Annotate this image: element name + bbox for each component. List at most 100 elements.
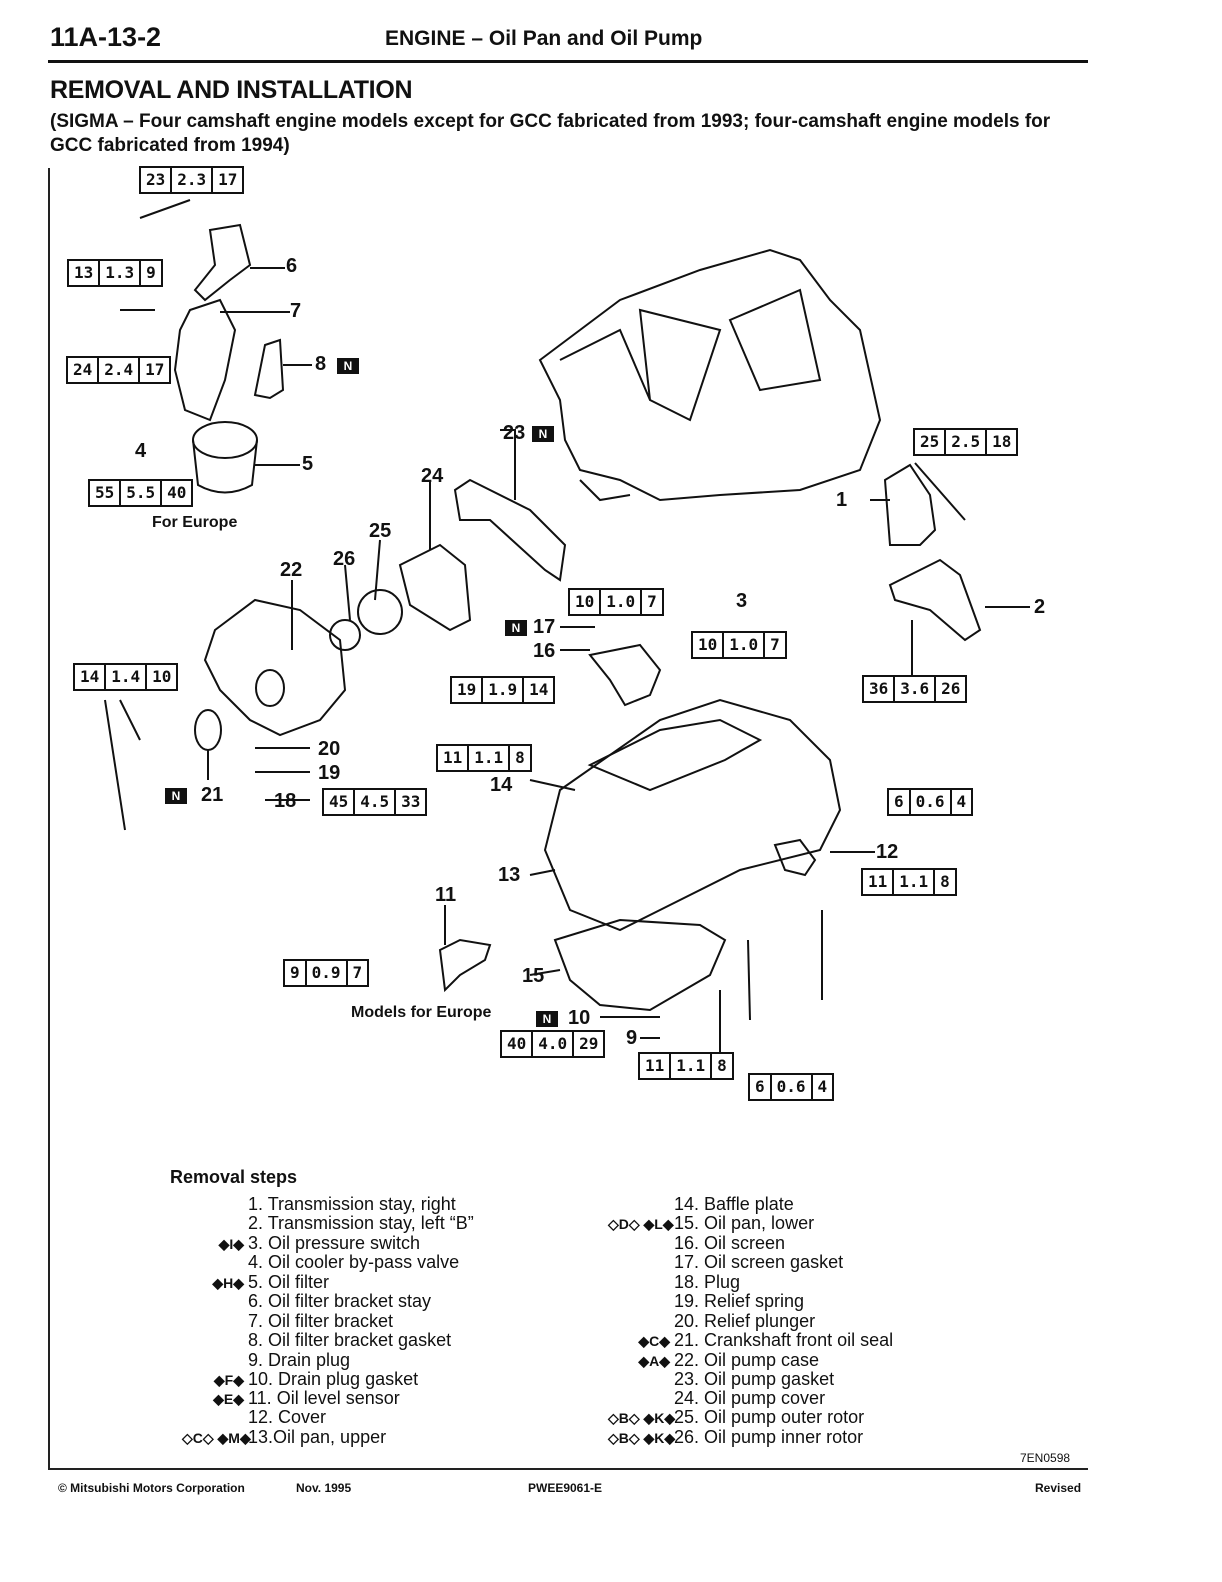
torque-ftlb: 7	[647, 592, 657, 611]
step-text: 15. Oil pan, lower	[674, 1213, 815, 1233]
step-item: 20. Relief plunger	[608, 1312, 815, 1331]
step-text: 8. Oil filter bracket gasket	[248, 1330, 452, 1350]
torque-nm: 11	[640, 1054, 672, 1078]
torque-nm: 25	[915, 430, 947, 454]
footer-doc-code: PWEE9061-E	[528, 1481, 603, 1495]
frame-left-rule	[48, 168, 50, 1468]
callout-12: 12	[876, 841, 899, 863]
step-text: 21. Crankshaft front oil seal	[674, 1330, 894, 1350]
section-title: REMOVAL AND INSTALLATION	[50, 76, 413, 104]
new-part-mark: N	[505, 620, 527, 636]
callout-20: 20	[318, 738, 341, 760]
step-text: 19. Relief spring	[674, 1291, 805, 1311]
torque-nm: 40	[502, 1032, 534, 1056]
callout-6: 6	[286, 255, 298, 277]
oil-filter-bracket-stay-drawing	[193, 223, 252, 302]
oil-filter-drawing	[192, 421, 258, 459]
torque-ftlb: 29	[579, 1034, 599, 1053]
step-item: ◇B◇ ◆K◆25. Oil pump outer rotor	[608, 1408, 864, 1428]
torque-kgm: 2.5	[946, 430, 988, 454]
header-rule	[48, 60, 1088, 63]
torque-ftlb: 4	[956, 792, 967, 811]
footer-date: Nov. 1995	[296, 1481, 352, 1495]
oil-pan-upper-drawing	[543, 698, 842, 932]
step-text: 1. Transmission stay, right	[248, 1194, 456, 1214]
step-text: 16. Oil screen	[674, 1233, 786, 1253]
torque-kgm: 1.3	[100, 261, 142, 285]
step-item: 8. Oil filter bracket gasket	[182, 1331, 451, 1350]
step-item: 24. Oil pump cover	[608, 1389, 825, 1408]
footer-copyright: © Mitsubishi Motors Corporation	[58, 1481, 245, 1495]
step-item: 23. Oil pump gasket	[608, 1370, 834, 1389]
service-mark: ◆E◆	[213, 1391, 244, 1407]
torque-kgm: 0.9	[307, 961, 348, 985]
cover-drawing	[773, 838, 817, 877]
oil-pump-inner-rotor-drawing	[329, 619, 361, 651]
step-item: ◆E◆11. Oil level sensor	[182, 1389, 400, 1409]
torque-ftlb: 9	[146, 263, 156, 282]
oil-pump-outer-rotor-drawing	[357, 589, 403, 635]
step-item: ◆C◆21. Crankshaft front oil seal	[608, 1331, 893, 1351]
callout-1: 1	[836, 489, 848, 511]
torque-nm: 6	[889, 790, 911, 814]
step-item: ◇C◇ ◆M◆13.Oil pan, upper	[182, 1428, 386, 1448]
step-item: ◆F◆10. Drain plug gasket	[182, 1370, 418, 1390]
torque-nm: 6	[750, 1075, 772, 1099]
step-text: 2. Transmission stay, left “B”	[248, 1213, 474, 1233]
callout-10: 10	[568, 1007, 591, 1029]
callout-16: 16	[533, 640, 556, 662]
step-text: 24. Oil pump cover	[674, 1388, 826, 1408]
figure-code: 7EN0598	[1020, 1451, 1071, 1465]
oil-level-sensor-drawing	[438, 938, 492, 993]
torque-nm: 23	[141, 168, 173, 192]
oil-pump-gasket-drawing	[453, 478, 567, 582]
torque-ftlb: 17	[145, 360, 165, 379]
crankshaft-front-oil-seal-drawing	[194, 709, 222, 751]
service-mark: ◆H◆	[212, 1275, 244, 1291]
torque-kgm: 2.3	[172, 168, 214, 192]
torque-kgm: 1.4	[106, 665, 148, 689]
new-part-mark: N	[536, 1011, 558, 1027]
callout-5: 5	[302, 453, 314, 475]
callout-26: 26	[333, 548, 356, 570]
step-item: 6. Oil filter bracket stay	[182, 1292, 431, 1311]
step-text: 9. Drain plug	[248, 1350, 351, 1370]
step-text: 22. Oil pump case	[674, 1350, 820, 1370]
torque-nm: 9	[285, 961, 307, 985]
step-text: 13.Oil pan, upper	[248, 1427, 387, 1447]
step-item: 9. Drain plug	[182, 1351, 350, 1370]
callout-13: 13	[498, 864, 521, 886]
step-text: 12. Cover	[248, 1407, 327, 1427]
torque-ftlb: 7	[352, 963, 363, 982]
torque-ftlb: 14	[529, 680, 549, 699]
frame-bottom-rule	[48, 1468, 1088, 1470]
page-title: ENGINE – Oil Pan and Oil Pump	[385, 27, 703, 50]
torque-kgm: 1.9	[483, 678, 525, 702]
step-item: 1. Transmission stay, right	[182, 1195, 456, 1214]
torque-ftlb: 8	[940, 872, 950, 891]
step-text: 26. Oil pump inner rotor	[674, 1427, 864, 1447]
torque-nm: 45	[324, 790, 356, 814]
callout-14: 14	[490, 774, 513, 796]
torque-ftlb: 40	[167, 483, 187, 502]
service-mark: ◇D◇ ◆L◆	[608, 1216, 674, 1232]
callout-21: 21	[201, 784, 224, 806]
section-subtitle: (SIGMA – Four camshaft engine models exc…	[50, 111, 1051, 156]
callout-22: 22	[280, 559, 303, 581]
region-label-for-europe: For Europe	[152, 514, 238, 531]
step-item: 7. Oil filter bracket	[182, 1312, 393, 1331]
step-text: 3. Oil pressure switch	[248, 1233, 421, 1253]
callout-25: 25	[369, 520, 392, 542]
page-number: 11A-13-2	[50, 22, 162, 52]
torque-kgm: 1.1	[671, 1054, 713, 1078]
